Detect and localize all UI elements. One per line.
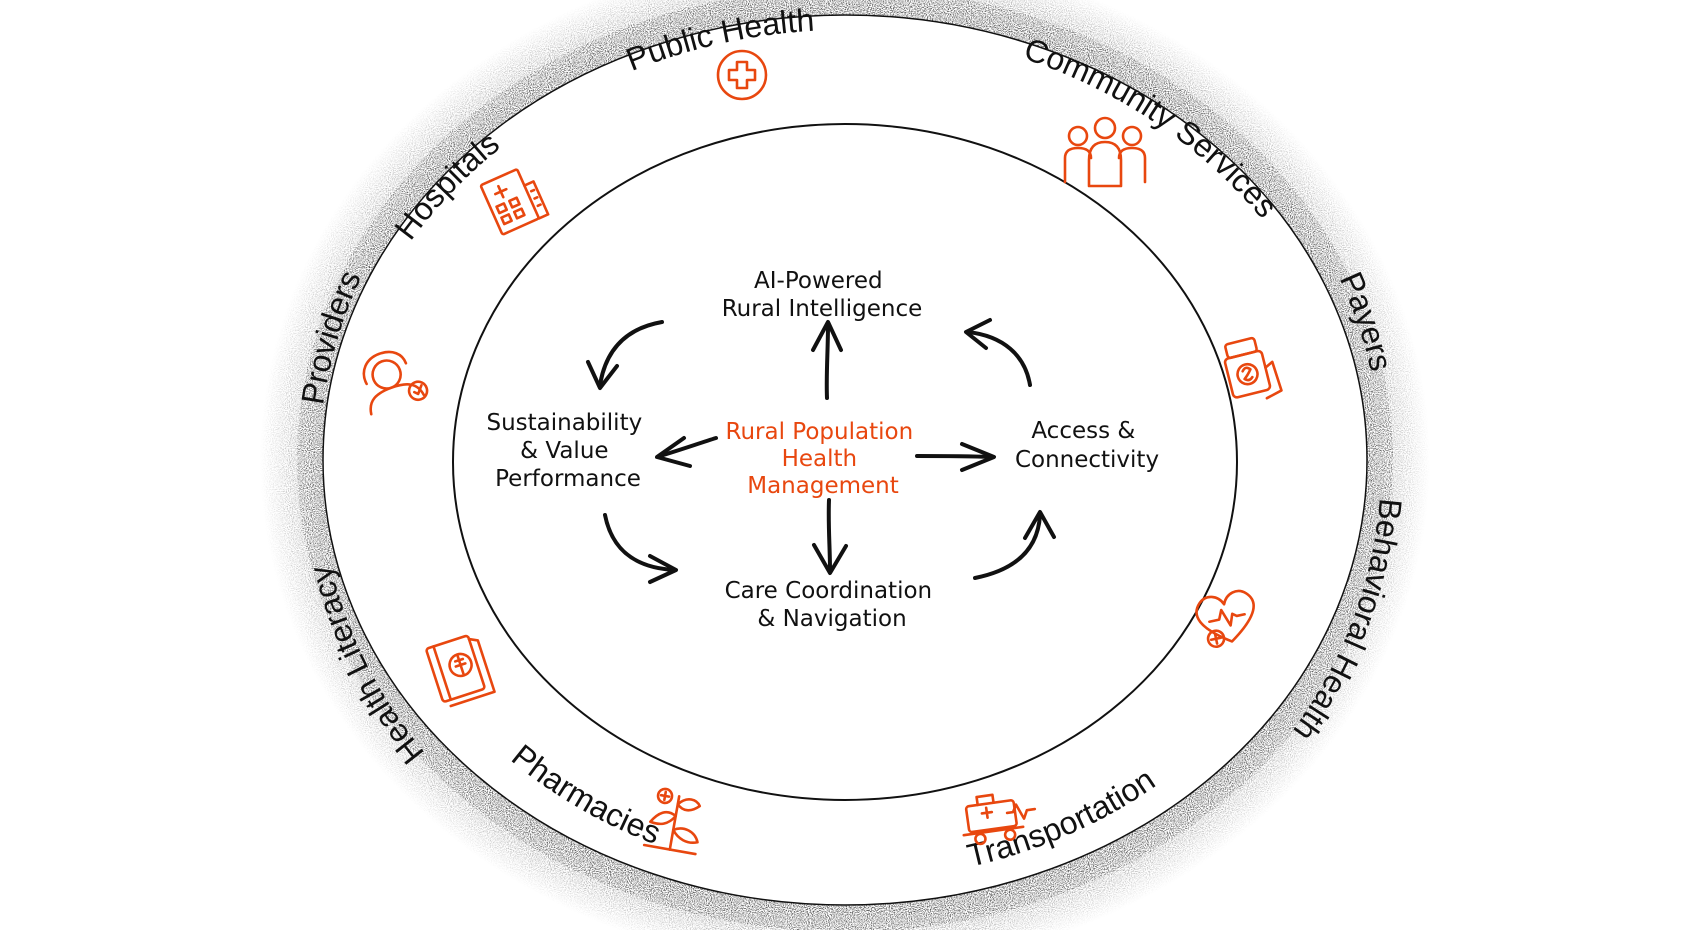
payment-hand-icon xyxy=(1223,336,1283,400)
flow-arrows xyxy=(586,318,1056,584)
doctor-icon xyxy=(362,350,429,416)
herb-plant-icon xyxy=(642,787,702,856)
medical-transport-icon xyxy=(962,793,1037,846)
arrow-center-to-bottom xyxy=(812,498,848,575)
arrow-bottom-to-right xyxy=(973,510,1056,580)
node-top-label: AI-Powered Rural Intelligence xyxy=(722,268,923,322)
heart-heartbeat-icon xyxy=(1195,589,1255,649)
node-left-label: Sustainability & Value Performance xyxy=(486,410,649,492)
health-book-icon xyxy=(425,634,496,708)
arrow-center-to-top xyxy=(811,320,843,400)
node-right-label: Access & Connectivity xyxy=(1015,418,1159,473)
arrow-center-to-left xyxy=(655,436,718,468)
node-bottom-label: Care Coordination & Navigation xyxy=(725,578,940,632)
arrow-right-to-top xyxy=(964,318,1032,387)
center-label: Rural Population Health Management xyxy=(726,419,921,499)
arrow-center-to-right xyxy=(915,442,996,472)
arrow-left-to-bottom xyxy=(603,513,678,584)
people-group-icon xyxy=(1063,116,1147,188)
hospital-building-icon xyxy=(479,168,550,236)
arrow-top-to-left xyxy=(586,320,664,390)
inner-circle xyxy=(452,123,1238,801)
ring-icons xyxy=(362,49,1283,856)
medical-cross-icon xyxy=(716,49,768,101)
